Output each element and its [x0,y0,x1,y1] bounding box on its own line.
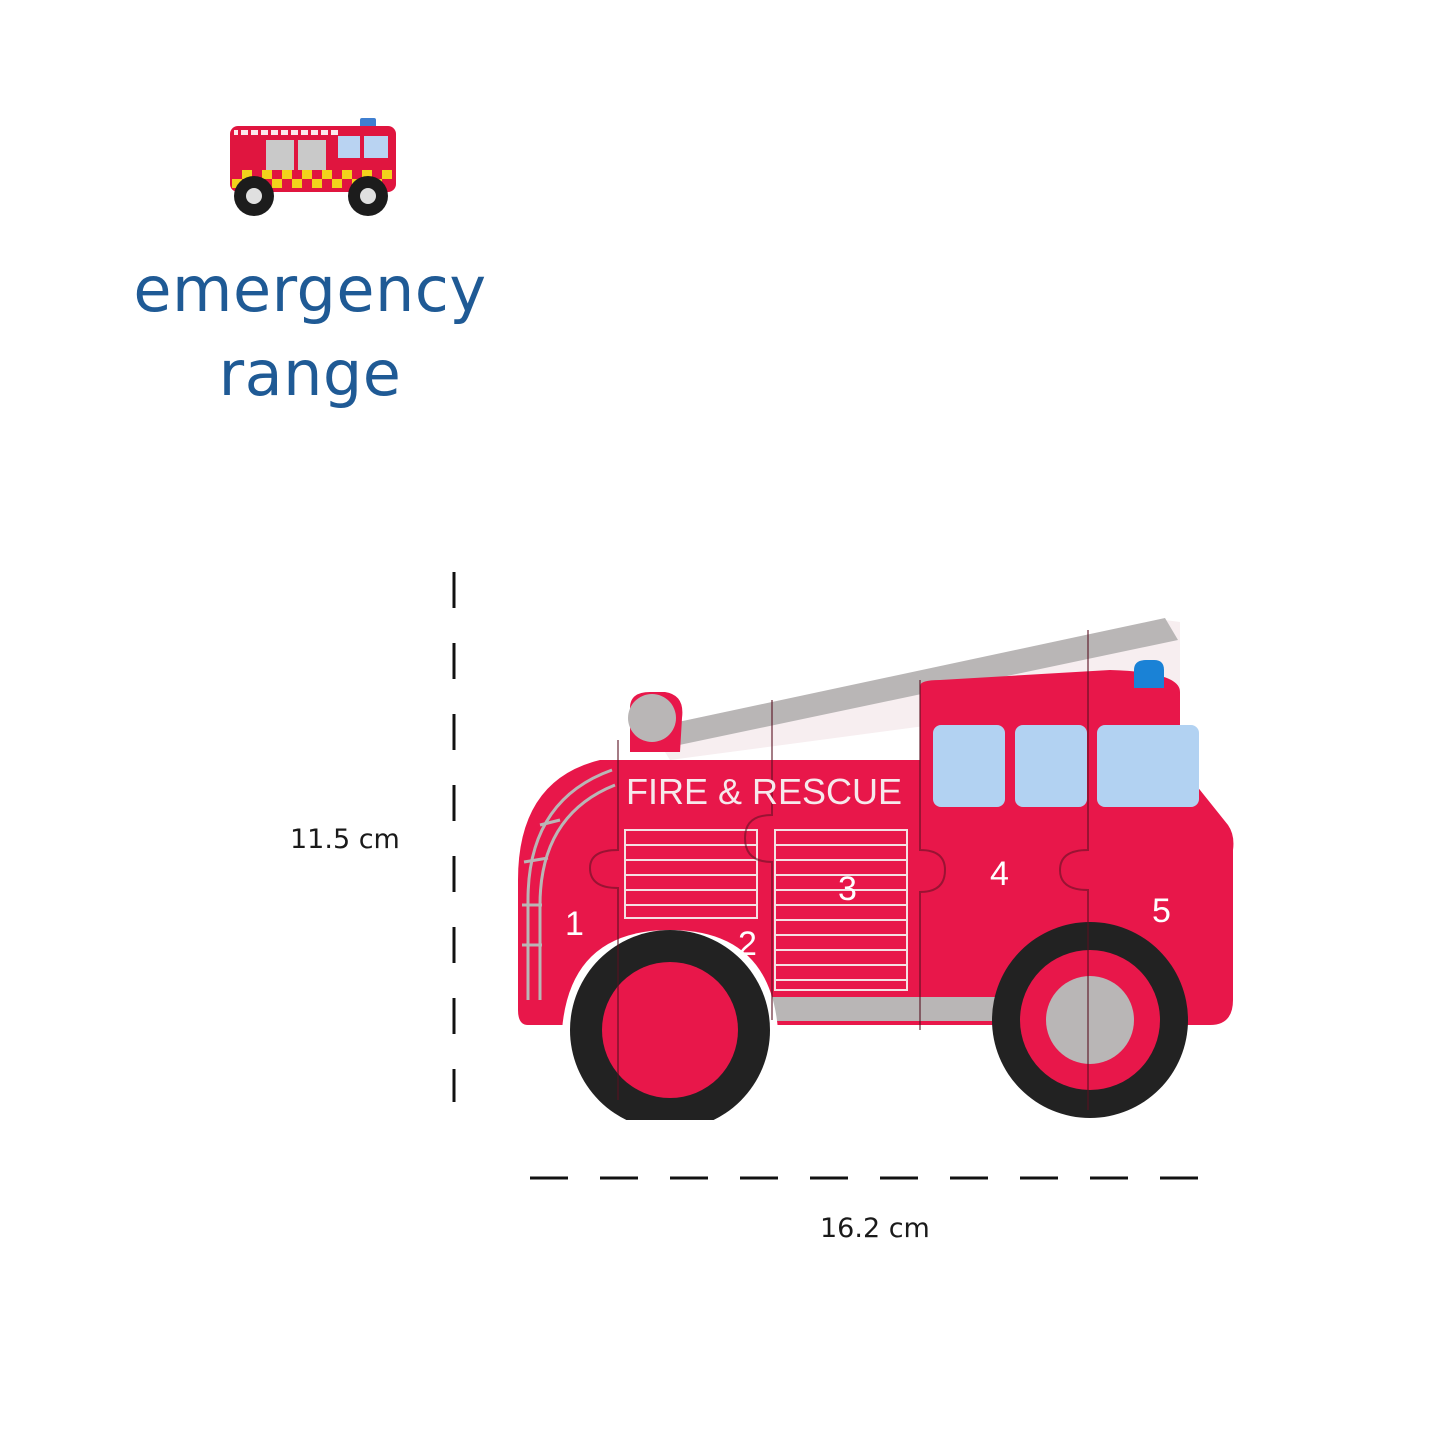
height-dimension-label: 11.5 cm [290,824,400,855]
fire-engine-puzzle: FIRE & RESCUE 1 2 3 4 5 [518,618,1234,1120]
fire-engine-icon [230,118,396,216]
width-dimension-label: 16.2 cm [820,1213,930,1244]
width-dimension-line [530,1176,1206,1180]
piece-number: 3 [838,870,857,908]
cab-window [1015,725,1087,807]
rear-wheel [992,922,1188,1118]
cab-window [1097,725,1199,807]
piece-number: 4 [990,855,1009,893]
ladder [650,618,1180,760]
range-title: emergency range [90,248,530,416]
height-dimension-line [452,572,456,1102]
piece-number: 1 [565,905,584,943]
range-title-line1: emergency [133,253,487,326]
piece-number: 2 [738,925,757,963]
siren-light-icon [1134,660,1164,688]
cab-window [933,725,1005,807]
piece-number: 5 [1152,892,1171,930]
front-wheel [570,930,770,1120]
vehicle-label: FIRE & RESCUE [626,771,902,812]
range-title-line2: range [218,337,402,410]
